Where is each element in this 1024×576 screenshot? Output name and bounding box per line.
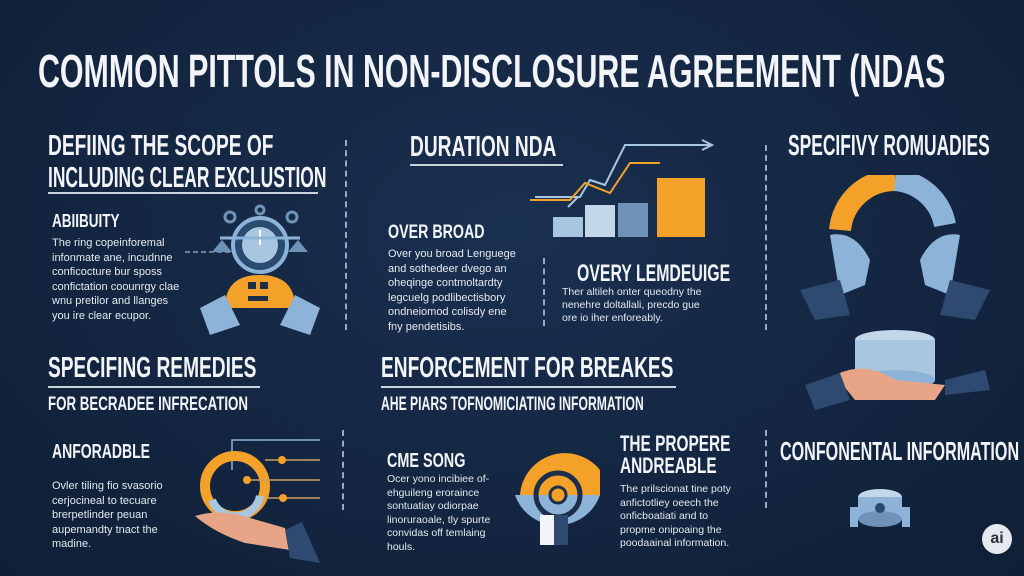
divider-dashed [765, 430, 767, 508]
divider [381, 386, 676, 388]
remedies-right-heading: SPECIFIVY ROMUADIES [788, 130, 990, 162]
divider [48, 192, 318, 194]
scope-subheading: ABIIBUITY [52, 211, 120, 231]
semicircle-target-icon [515, 453, 600, 545]
page-title: COMMON PITTOLS IN NON-DISCLOSURE AGREEME… [38, 45, 946, 97]
enforcement-body: Ocer yono incibiee of-ehguileng erorainc… [387, 473, 491, 553]
enforcement-heading: ENFORCEMENT FOR BREAKES [381, 352, 674, 384]
duration-heading: DURATION NDA [410, 131, 557, 163]
hands-ring-cup-icon [800, 175, 990, 410]
robot-device-icon [850, 489, 910, 527]
confidential-information-label: CONFONENTAL INFORMATION [780, 436, 1020, 466]
remedies-heading: SPECIFING REMEDIES [48, 352, 257, 384]
duration-subheading-2: OVERY LEMDEUIGE [577, 260, 731, 287]
remedies-subheading: FOR BECRADEE INFRECATION [48, 394, 249, 415]
divider-dashed [765, 145, 767, 330]
ai-badge: ai [982, 524, 1012, 554]
hand-gauge-icon [195, 439, 320, 563]
divider [410, 164, 563, 166]
enforcement-subheading: AHE PIARS TOFNOMICIATING INFORMATION [381, 394, 644, 415]
enforcement-label: CME SONG [387, 450, 466, 472]
divider-dashed [345, 140, 347, 330]
scope-heading-1: DEFIING THE SCOPE OF [48, 130, 274, 162]
divider-dashed [342, 430, 344, 510]
scales-robot-icon [185, 204, 320, 335]
remedies-label: ANFORADBLE [52, 441, 150, 463]
bar-chart-icon [530, 139, 715, 237]
scope-heading-2: INCLUDING CLEAR EXCLUSTION [48, 162, 327, 194]
duration-subheading: OVER BROAD [388, 222, 485, 243]
divider-dashed [543, 258, 545, 326]
divider [48, 386, 260, 388]
